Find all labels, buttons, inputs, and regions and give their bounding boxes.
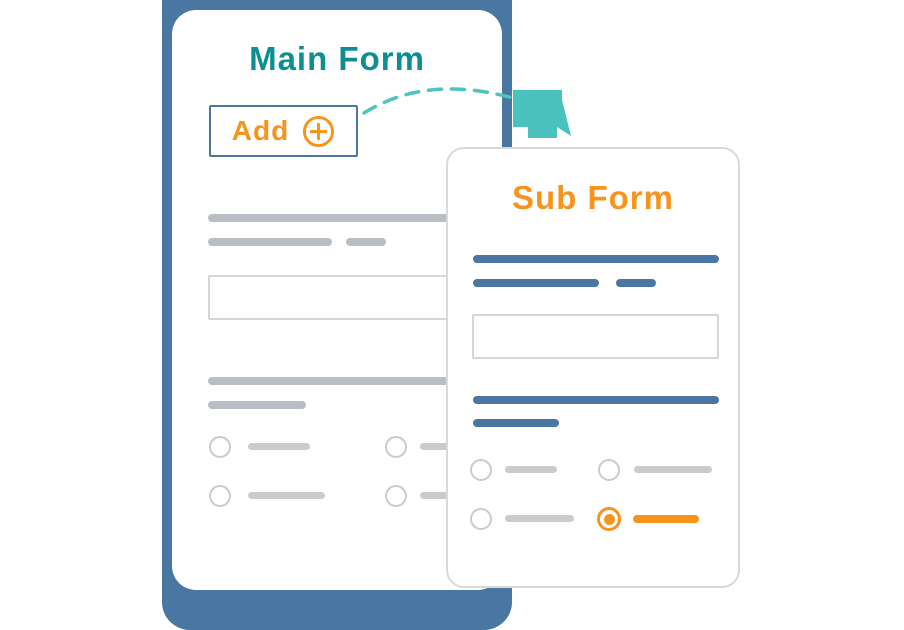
skeleton-line bbox=[473, 396, 719, 404]
add-button[interactable]: Add bbox=[209, 105, 358, 157]
radio-button[interactable] bbox=[470, 508, 492, 530]
main-form-title: Main Form bbox=[249, 40, 425, 77]
text-field[interactable] bbox=[208, 275, 466, 320]
skeleton-line bbox=[208, 238, 332, 246]
radio-label-line bbox=[420, 443, 466, 450]
skeleton-line bbox=[473, 419, 559, 427]
radio-button[interactable] bbox=[209, 436, 231, 458]
skeleton-line bbox=[208, 214, 466, 222]
radio-label-line bbox=[634, 466, 712, 473]
illustration-canvas: Main Form Add Sub F bbox=[162, 0, 740, 630]
radio-label-line bbox=[505, 466, 557, 473]
radio-label-line bbox=[420, 492, 466, 499]
skeleton-line bbox=[346, 238, 386, 246]
sub-form-title: Sub Form bbox=[512, 179, 674, 216]
skeleton-line bbox=[208, 377, 466, 385]
skeleton-line bbox=[208, 401, 306, 409]
radio-label-line bbox=[505, 515, 574, 522]
add-button-label: Add bbox=[231, 115, 290, 146]
radio-button[interactable] bbox=[209, 485, 231, 507]
radio-button[interactable] bbox=[470, 459, 492, 481]
radio-button[interactable] bbox=[598, 459, 620, 481]
skeleton-line bbox=[473, 279, 599, 287]
radio-button-selected[interactable] bbox=[597, 507, 621, 531]
radio-label-line bbox=[248, 443, 310, 450]
radio-dot bbox=[603, 513, 615, 525]
radio-label-line-selected bbox=[633, 515, 699, 523]
skeleton-line bbox=[616, 279, 656, 287]
sub-form-card: Sub Form bbox=[446, 147, 740, 588]
skeleton-line bbox=[473, 255, 719, 263]
plus-circle-icon bbox=[303, 115, 335, 147]
text-field[interactable] bbox=[472, 314, 719, 359]
radio-label-line bbox=[248, 492, 325, 499]
radio-button[interactable] bbox=[385, 436, 407, 458]
cursor-icon bbox=[513, 90, 571, 138]
radio-button[interactable] bbox=[385, 485, 407, 507]
